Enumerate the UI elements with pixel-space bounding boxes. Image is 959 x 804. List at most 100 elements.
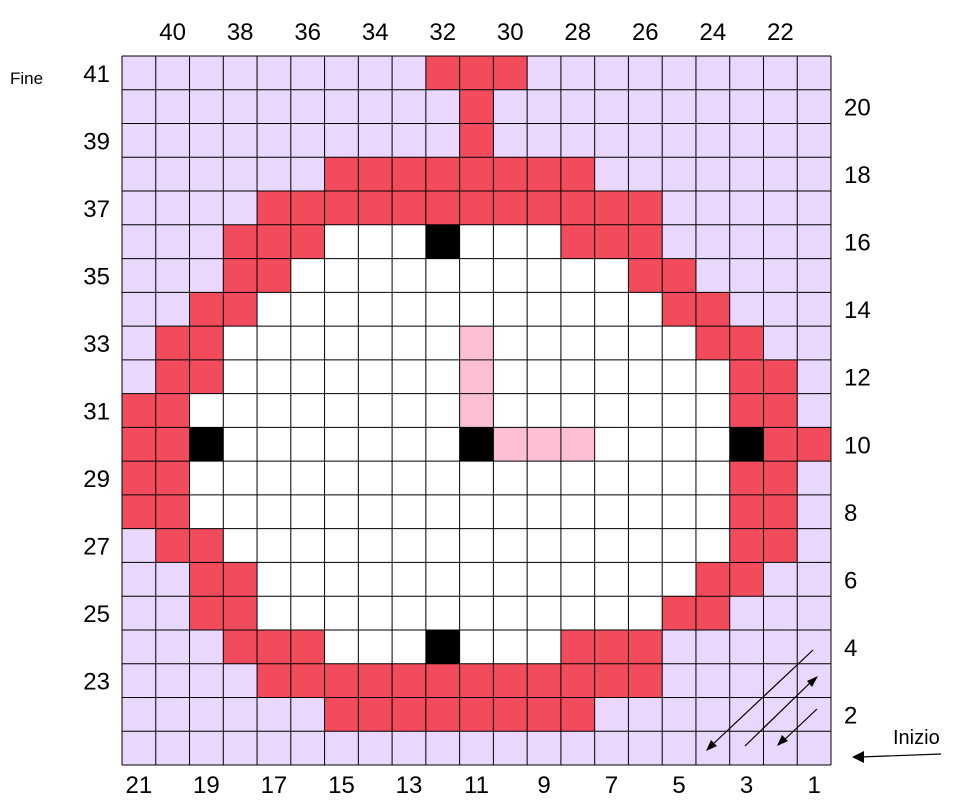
cell [662, 191, 696, 225]
cell [223, 461, 257, 495]
cell [797, 326, 831, 360]
cell [763, 56, 797, 90]
row-number-label: 5 [672, 772, 685, 799]
cell [730, 495, 764, 529]
cell [325, 461, 359, 495]
cell [493, 731, 527, 765]
cell [561, 90, 595, 124]
cell [628, 697, 662, 731]
cell [257, 427, 291, 461]
cell [358, 529, 392, 563]
row-number-label: 29 [83, 466, 110, 493]
cell [763, 157, 797, 191]
cell [358, 664, 392, 698]
cell [763, 394, 797, 428]
cell [122, 225, 156, 259]
cell [223, 495, 257, 529]
cell [527, 90, 561, 124]
cell [190, 427, 224, 461]
cell [561, 360, 595, 394]
cell [460, 529, 494, 563]
cell [460, 191, 494, 225]
cell [628, 56, 662, 90]
cell [595, 562, 629, 596]
cell [358, 56, 392, 90]
row-number-label: 12 [844, 365, 871, 392]
cell [662, 596, 696, 630]
cell [325, 360, 359, 394]
cell [493, 56, 527, 90]
cell [122, 157, 156, 191]
cell [257, 225, 291, 259]
cell [392, 124, 426, 158]
cell [460, 157, 494, 191]
cell [291, 326, 325, 360]
cell [730, 191, 764, 225]
cell [156, 326, 190, 360]
cell [595, 259, 629, 293]
cell [223, 697, 257, 731]
row-number-label: 22 [767, 19, 794, 46]
cell [223, 56, 257, 90]
cell [595, 630, 629, 664]
cell [426, 292, 460, 326]
cell [628, 225, 662, 259]
cell [358, 394, 392, 428]
cell [527, 360, 561, 394]
cell [291, 56, 325, 90]
cell [763, 495, 797, 529]
row-number-label: 39 [83, 128, 110, 155]
row-number-label: 9 [537, 772, 550, 799]
cell [358, 225, 392, 259]
cell [223, 529, 257, 563]
cell [358, 697, 392, 731]
cell [122, 427, 156, 461]
cell [325, 529, 359, 563]
cell [561, 495, 595, 529]
cell [156, 191, 190, 225]
cell [527, 394, 561, 428]
start-label: Inizio [893, 727, 940, 749]
row-number-label: 25 [83, 601, 110, 628]
cell [325, 394, 359, 428]
cell [426, 259, 460, 293]
cell [493, 90, 527, 124]
cell [156, 495, 190, 529]
cell [561, 596, 595, 630]
cell [730, 697, 764, 731]
cell [460, 259, 494, 293]
cell [190, 225, 224, 259]
cell [561, 124, 595, 158]
cell [223, 225, 257, 259]
row-number-label: 36 [294, 19, 321, 46]
row-number-label: 20 [844, 95, 871, 122]
cell [662, 90, 696, 124]
cell [325, 292, 359, 326]
cell [257, 259, 291, 293]
cell [392, 259, 426, 293]
cell [595, 225, 629, 259]
cell [797, 697, 831, 731]
cell [527, 495, 561, 529]
cell [358, 630, 392, 664]
cell [460, 731, 494, 765]
cell [358, 124, 392, 158]
cell [156, 225, 190, 259]
cell [190, 157, 224, 191]
cell [156, 697, 190, 731]
cell [257, 461, 291, 495]
cell [392, 697, 426, 731]
row-number-label: 16 [844, 230, 871, 257]
cell [156, 562, 190, 596]
row-number-label: 13 [396, 772, 423, 799]
cell [730, 225, 764, 259]
cell [561, 56, 595, 90]
cell [662, 664, 696, 698]
cell [122, 731, 156, 765]
cell [358, 596, 392, 630]
cell [426, 562, 460, 596]
cell [628, 292, 662, 326]
cell [426, 596, 460, 630]
cell [628, 326, 662, 360]
